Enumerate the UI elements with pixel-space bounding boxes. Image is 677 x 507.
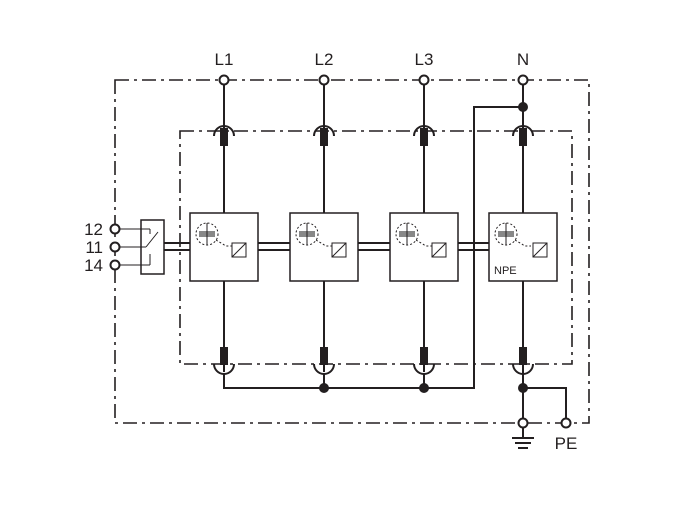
terminal-11 xyxy=(109,241,121,253)
thermal-disconnect-icon xyxy=(295,222,332,247)
varistor-icon xyxy=(231,242,247,258)
mechanical-links xyxy=(164,242,489,251)
terminal-label-14: 14 xyxy=(84,256,103,275)
terminal-14 xyxy=(109,259,121,271)
top-fuses xyxy=(220,128,527,146)
terminal-label-pe: PE xyxy=(555,434,578,453)
terminal-ground xyxy=(517,417,529,429)
terminal-label-12: 12 xyxy=(84,220,103,239)
changeover-contact-icon xyxy=(120,219,165,275)
terminal-label-l3: L3 xyxy=(415,50,434,69)
terminal-label-11: 11 xyxy=(85,238,103,257)
terminal-pe xyxy=(560,417,572,429)
terminal-l1 xyxy=(218,74,230,86)
module-l2 xyxy=(289,212,359,282)
module-npe: NPE xyxy=(488,212,558,282)
terminal-label-l1: L1 xyxy=(215,50,234,69)
pe-link xyxy=(523,387,567,418)
module-label-npe: NPE xyxy=(494,265,517,277)
inner-enclosure xyxy=(179,130,573,365)
thermal-disconnect-icon xyxy=(395,222,432,247)
varistor-icon xyxy=(431,242,447,258)
terminal-l3 xyxy=(418,74,430,86)
varistor-icon xyxy=(532,242,548,258)
ground-icon xyxy=(512,428,534,449)
terminal-12 xyxy=(109,223,121,235)
varistor-icon xyxy=(331,242,347,258)
thermal-disconnect-icon xyxy=(494,222,531,247)
terminal-label-l2: L2 xyxy=(315,50,334,69)
terminal-n xyxy=(517,74,529,86)
bottom-fuses xyxy=(220,347,527,365)
module-l3 xyxy=(389,212,459,282)
junction-dots xyxy=(319,102,528,393)
bottom-crossovers xyxy=(213,363,534,375)
terminal-label-n: N xyxy=(517,50,529,69)
top-crossovers xyxy=(213,125,534,137)
thermal-disconnect-icon xyxy=(195,222,232,247)
terminal-l2 xyxy=(318,74,330,86)
module-l1 xyxy=(189,212,259,282)
bottom-bus xyxy=(223,106,523,389)
